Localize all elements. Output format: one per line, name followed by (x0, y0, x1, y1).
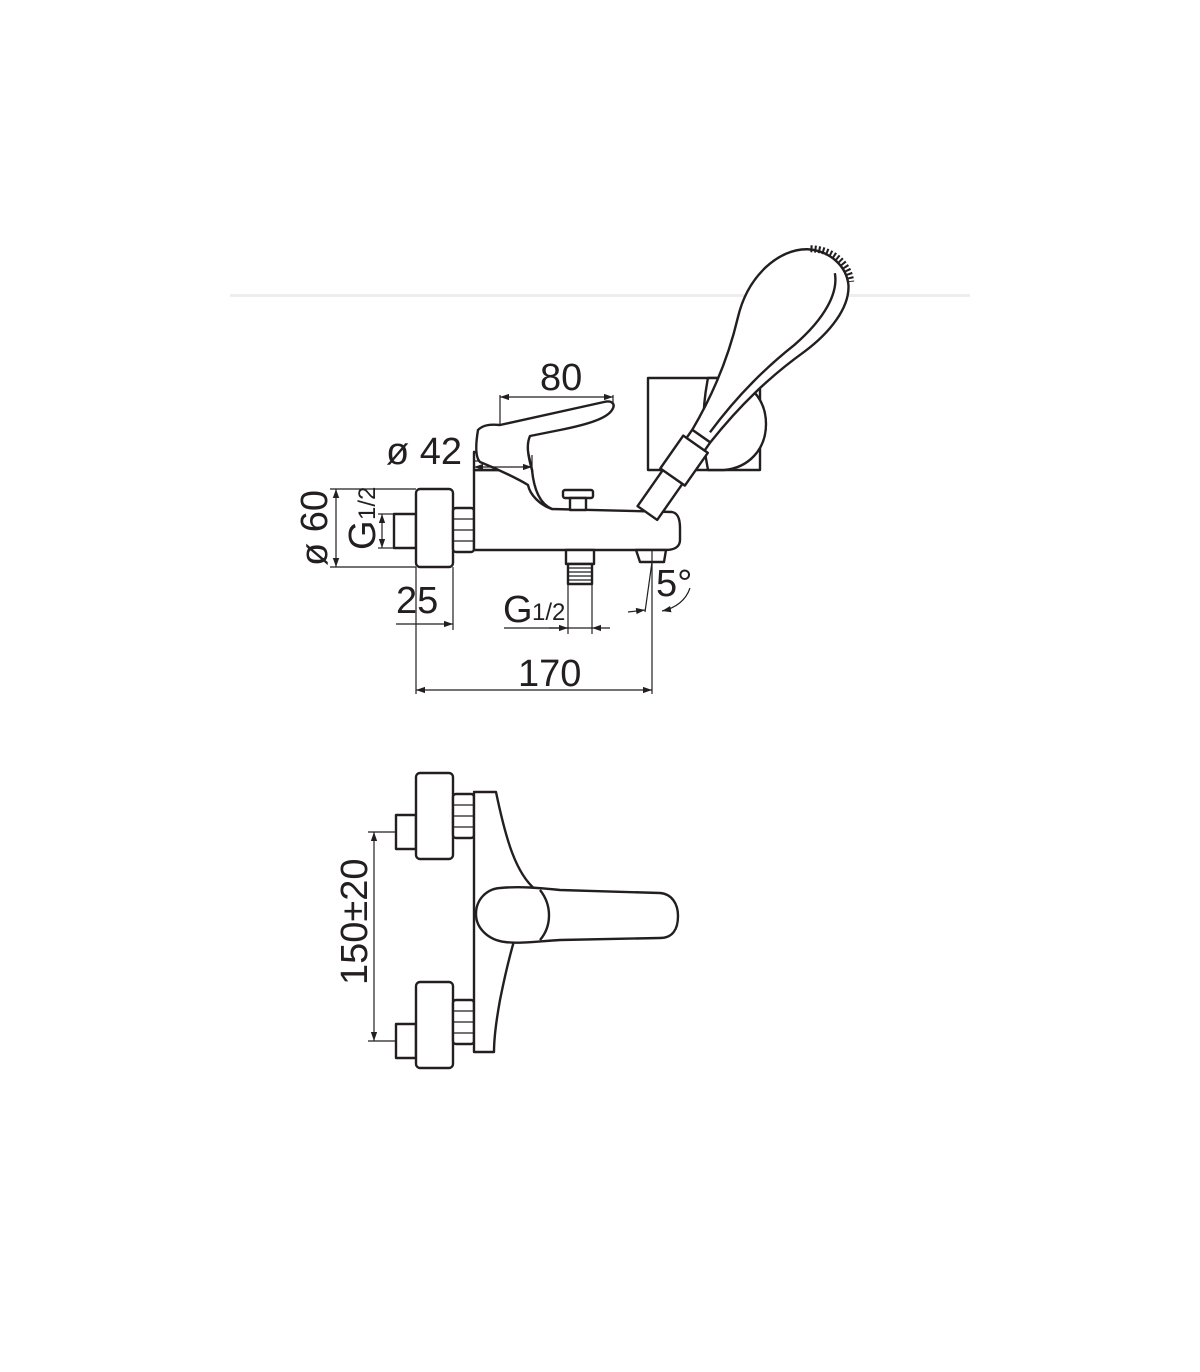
bottom-inlet-pipe (394, 1022, 418, 1060)
separator-line (230, 294, 970, 297)
dim-spout-angle: 5° (656, 563, 692, 605)
dim-outlet-thread-g: G (503, 589, 533, 631)
dim-wall-flange-diameter: ø 60 (294, 490, 336, 566)
top-inlet-pipe (394, 813, 418, 851)
front-view: 150±20 (334, 771, 680, 1070)
wall-flange (414, 487, 455, 569)
dim-outlet-thread-fraction: 1/2 (532, 599, 565, 626)
dim-inlet-thread-g: G (342, 520, 384, 550)
outlet-thread (566, 562, 594, 586)
dim-total-projection: 170 (518, 653, 581, 695)
shower-nozzles (810, 245, 855, 283)
dim-lever-base-diameter: ø 42 (386, 431, 462, 473)
side-view: 80 ø 42 ø 60 G 1/2 25 G 1/2 (294, 245, 855, 695)
outlet-connector (564, 548, 596, 566)
front-lever (474, 885, 680, 944)
dim-center-distance: 150±20 (334, 858, 376, 985)
dim-lever-length: 80 (540, 357, 582, 399)
diverter-stem (568, 496, 588, 512)
dim-flange-depth: 25 (396, 580, 438, 622)
bottom-wall-flange (414, 980, 455, 1070)
spout-tip (634, 548, 668, 564)
inlet-pipe (392, 512, 418, 550)
dim-inlet-thread-fraction: 1/2 (354, 487, 381, 520)
top-wall-flange (414, 771, 455, 861)
hand-shower (636, 245, 855, 522)
